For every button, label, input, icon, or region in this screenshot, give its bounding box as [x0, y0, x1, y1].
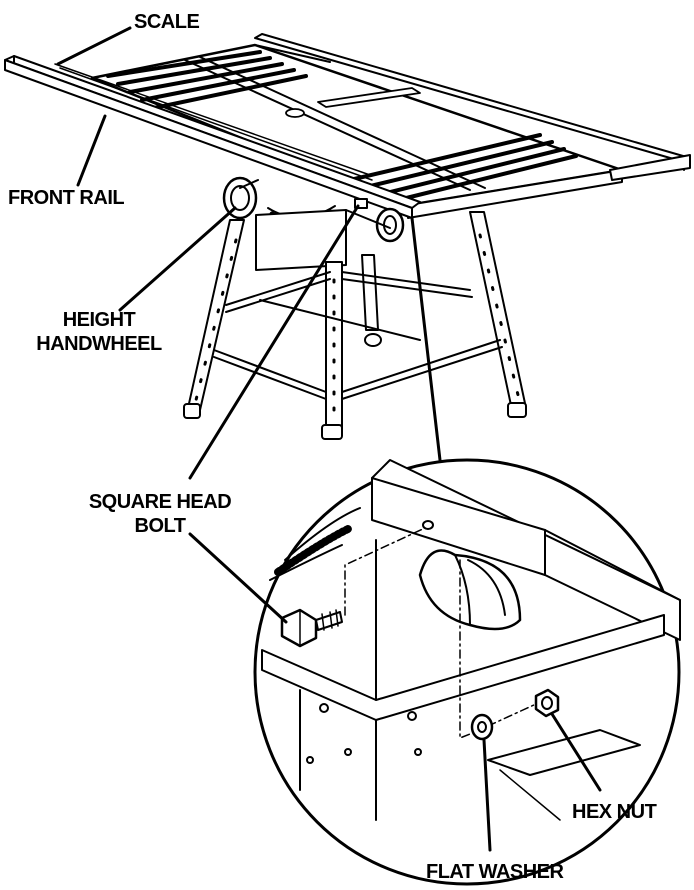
label-hex-nut: HEX NUT [572, 801, 657, 823]
label-square-head-bolt: SQUARE HEAD BOLT [60, 490, 260, 538]
label-front-rail: FRONT RAIL [8, 187, 125, 209]
leader-height-handwheel [118, 206, 237, 312]
label-square-head-bolt-line1: SQUARE HEAD [88, 491, 232, 513]
leader-hex-nut [550, 712, 602, 792]
scale-strip [54, 63, 373, 181]
label-height-handwheel-line2: HANDWHEEL [36, 333, 162, 355]
label-square-head-bolt-line2: BOLT [134, 515, 186, 537]
stand [183, 209, 527, 440]
leader-lines [56, 26, 602, 852]
saw-table [90, 43, 624, 219]
bolt-small [354, 198, 368, 209]
leader-detail [410, 216, 442, 462]
label-height-handwheel: HEIGHT HANDWHEEL [24, 308, 174, 356]
rear-rail [254, 33, 691, 181]
label-height-handwheel-line1: HEIGHT [62, 309, 136, 331]
leader-bolt-detail [188, 532, 288, 624]
leader-scale [56, 26, 132, 66]
leader-front-rail [76, 114, 107, 187]
label-flat-washer: FLAT WASHER [426, 861, 564, 883]
leader-square-head-bolt [188, 204, 360, 480]
label-scale: SCALE [134, 11, 200, 33]
height-handwheel [222, 176, 259, 220]
leader-flat-washer [482, 738, 492, 852]
detail-magnified-circle [253, 458, 681, 886]
